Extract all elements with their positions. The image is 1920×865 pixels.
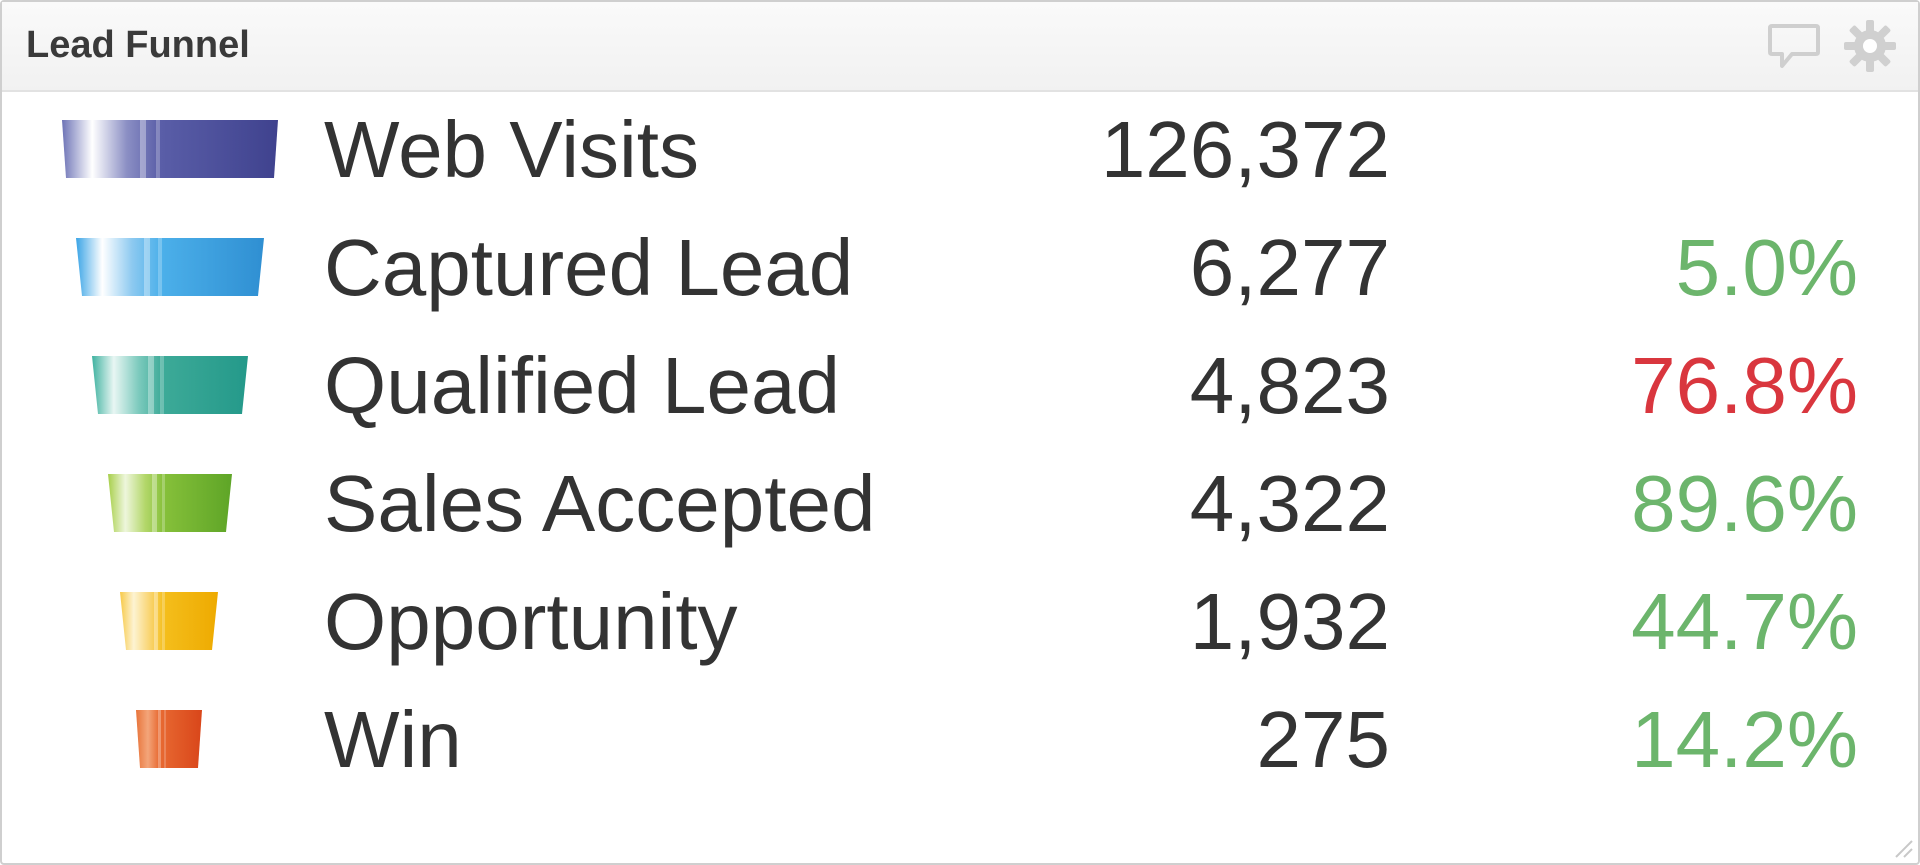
funnel-count: 275 [1256,695,1390,784]
funnel-row-qualified-lead: Qualified Lead 4,823 76.8% [2,328,1918,446]
gear-icon[interactable] [1842,18,1898,74]
widget-title: Lead Funnel [26,24,250,66]
funnel-count: 6,277 [1189,223,1390,312]
funnel-stage-label: Win [324,695,462,784]
resize-handle-icon[interactable] [1892,837,1914,859]
funnel-stage-label: Opportunity [324,577,738,666]
funnel-count: 1,932 [1189,577,1390,666]
funnel-list: Web Visits 126,372 [2,92,1918,800]
funnel-stage-label: Captured Lead [324,223,854,312]
funnel-bar-win [136,710,202,768]
funnel-row-sales-accepted: Sales Accepted 4,322 89.6% [2,446,1918,564]
funnel-conversion-rate: 89.6% [1631,459,1858,548]
funnel-bar-web-visits [62,120,278,178]
funnel-count: 4,322 [1189,459,1390,548]
funnel-conversion-rate: 14.2% [1631,695,1858,784]
funnel-stage-label: Qualified Lead [324,341,840,430]
widget-header: Lead Funnel [2,2,1918,92]
funnel-count: 126,372 [1100,105,1390,194]
funnel-bar-opportunity [120,592,218,650]
funnel-stage-label: Sales Accepted [324,459,876,548]
funnel-count: 4,823 [1189,341,1390,430]
funnel-bar-captured-lead [76,238,264,296]
funnel-bar-sales-accepted [108,474,232,532]
funnel-row-captured-lead: Captured Lead 6,277 5.0% [2,210,1918,328]
funnel-bar-qualified-lead [92,356,248,414]
funnel-conversion-rate: 5.0% [1675,223,1858,312]
funnel-row-web-visits: Web Visits 126,372 [2,92,1918,210]
comment-icon[interactable] [1766,18,1822,74]
funnel-conversion-rate: 44.7% [1631,577,1858,666]
funnel-conversion-rate: 76.8% [1631,341,1858,430]
funnel-row-win: Win 275 14.2% [2,682,1918,800]
funnel-row-opportunity: Opportunity 1,932 44.7% [2,564,1918,682]
funnel-stage-label: Web Visits [324,105,699,194]
